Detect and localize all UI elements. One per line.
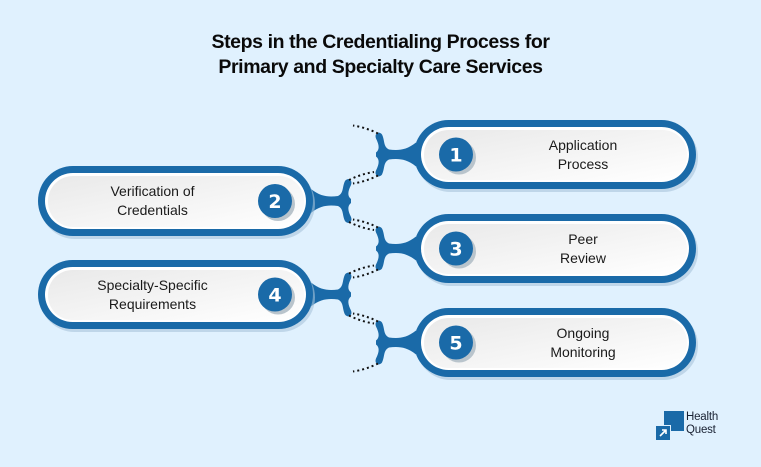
dotted-connector bbox=[348, 264, 375, 275]
step-number-badge bbox=[439, 325, 473, 360]
step-label-line-1: Application bbox=[548, 136, 618, 153]
step-label-line-2: Requirements bbox=[108, 295, 197, 312]
pill-body bbox=[424, 318, 687, 368]
step-number-badge bbox=[439, 231, 473, 266]
step-number: 2 bbox=[268, 191, 281, 213]
step-4: 4 bbox=[38, 260, 315, 332]
step-number: 5 bbox=[449, 333, 462, 355]
pill-body bbox=[424, 130, 687, 180]
pill-body bbox=[424, 224, 687, 274]
step-1: 1 bbox=[414, 120, 698, 192]
step-2: 2 bbox=[38, 166, 315, 239]
step-label-line-1: Ongoing bbox=[556, 324, 610, 341]
logo-line-1: Health bbox=[686, 411, 719, 423]
dotted-connector bbox=[352, 174, 379, 185]
step-3: 3 bbox=[414, 214, 698, 286]
dotted-connector bbox=[352, 218, 379, 229]
diagram-title: Steps in the Credentialing Process for P… bbox=[0, 30, 761, 80]
step-number: 1 bbox=[449, 145, 462, 167]
step-number: 4 bbox=[268, 285, 281, 307]
dotted-connector bbox=[348, 221, 375, 231]
step-label-line-2: Process bbox=[557, 155, 609, 172]
dotted-connector bbox=[352, 312, 379, 323]
title-line-1: Steps in the Credentialing Process for bbox=[211, 31, 550, 53]
arrow-up-right-icon bbox=[659, 429, 667, 437]
pills: 1 2 3 4 5 bbox=[38, 120, 698, 380]
connector-fork bbox=[311, 179, 352, 223]
connectors bbox=[311, 124, 416, 373]
step-number-badge bbox=[258, 277, 292, 312]
logo-text: Health Quest bbox=[686, 411, 718, 436]
health-quest-logo: Health Quest bbox=[655, 411, 746, 441]
step-label: Verification of Credentials bbox=[50, 182, 255, 220]
pill-body bbox=[48, 270, 304, 320]
title-line-2: Primary and Specialty Care Services bbox=[218, 56, 543, 78]
step-number-badge bbox=[439, 137, 473, 172]
step-label-line-1: Specialty-Specific bbox=[97, 276, 208, 293]
connector-fork bbox=[375, 320, 416, 365]
dotted-connector bbox=[352, 268, 379, 279]
dotted-connector bbox=[348, 314, 375, 325]
connector-fork bbox=[375, 132, 416, 177]
pill-body bbox=[48, 176, 304, 227]
dotted-connector bbox=[352, 124, 379, 135]
step-label-line-1: Verification of bbox=[110, 183, 195, 199]
step-label-line-2: Review bbox=[560, 249, 606, 266]
connector-fork bbox=[375, 226, 416, 271]
step-5: 5 bbox=[414, 308, 698, 380]
step-label-line-2: Credentials bbox=[117, 202, 188, 218]
dotted-connector bbox=[352, 362, 379, 373]
logo-square-small bbox=[655, 425, 671, 441]
logo-line-2: Quest bbox=[686, 423, 716, 436]
step-number-badge bbox=[258, 184, 292, 218]
step-label-line-1: Peer bbox=[568, 230, 598, 247]
dotted-connector bbox=[348, 171, 375, 181]
connector-fork bbox=[311, 272, 352, 317]
step-label-line-2: Monitoring bbox=[550, 343, 616, 360]
step-number: 3 bbox=[449, 239, 462, 261]
